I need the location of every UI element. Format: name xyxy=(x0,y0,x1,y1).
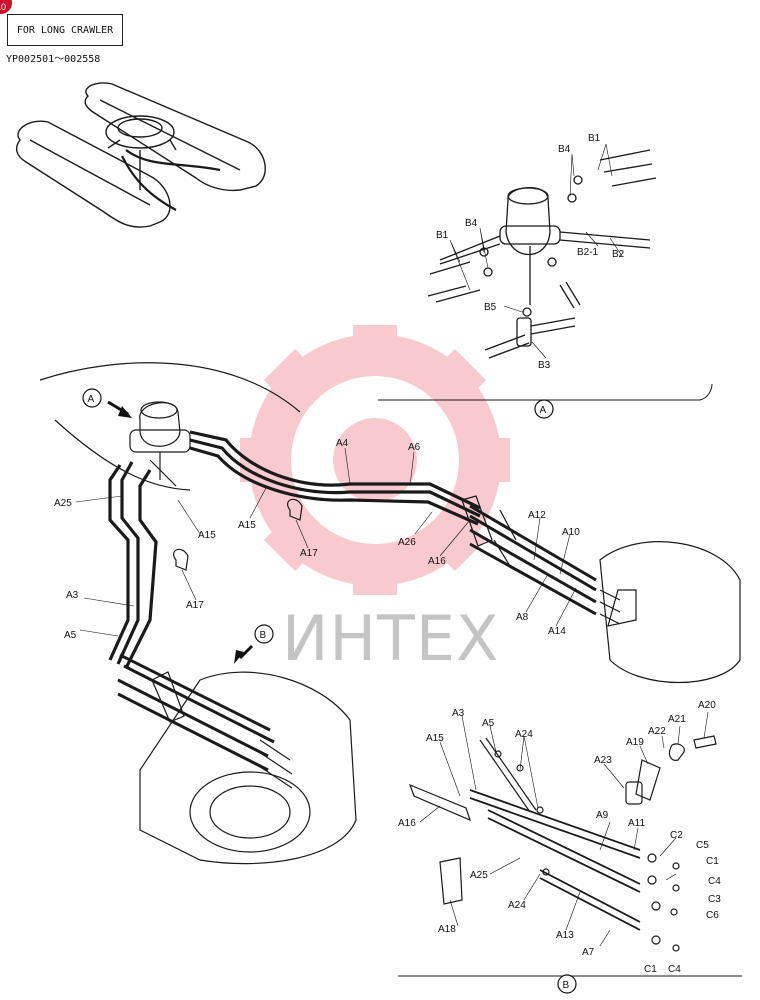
label-a10: A10 xyxy=(562,527,580,538)
view-a-marker: A xyxy=(82,388,132,418)
label-a24-b: A24 xyxy=(515,729,533,740)
label-b1-b: B1 xyxy=(436,230,449,241)
label-c6: C6 xyxy=(706,910,719,921)
crawler-overview xyxy=(15,82,266,228)
label-a26: A26 xyxy=(398,537,416,548)
label-a23: A23 xyxy=(594,755,612,766)
label-a24-c: A24 xyxy=(508,900,526,911)
label-a19: A19 xyxy=(626,737,644,748)
view-b-title-marker: B xyxy=(557,974,577,994)
label-c3: C3 xyxy=(708,894,721,905)
label-a15-main-b: A15 xyxy=(238,520,256,531)
label-a21: A21 xyxy=(668,714,686,725)
label-a3-main: A3 xyxy=(66,590,79,601)
label-a15-main: A15 xyxy=(198,530,216,541)
label-a15-b: A15 xyxy=(426,733,444,744)
label-a18: A18 xyxy=(438,924,456,935)
label-a16-main: A16 xyxy=(428,556,446,567)
part-labels: B1 B4 B4 B1 B2-1 B2 B5 B3 A25 A15 A15 A1… xyxy=(54,133,721,975)
svg-text:B: B xyxy=(260,630,267,641)
label-a4: A4 xyxy=(336,438,349,449)
label-a5-main: A5 xyxy=(64,630,77,641)
label-a16-b: A16 xyxy=(398,818,416,829)
label-b1-a: B1 xyxy=(588,133,601,144)
label-a5-b: A5 xyxy=(482,718,495,729)
label-b5: B5 xyxy=(484,302,497,313)
page-badge: 10 xyxy=(0,0,12,14)
label-c2-b: C2 xyxy=(670,830,683,841)
label-a11: A11 xyxy=(628,818,645,829)
main-assembly xyxy=(39,362,741,865)
label-a13: A13 xyxy=(556,930,574,941)
label-a12: A12 xyxy=(528,510,546,521)
label-a3-b: A3 xyxy=(452,708,465,719)
label-b3: B3 xyxy=(538,360,551,371)
svg-text:A: A xyxy=(540,405,547,416)
label-b4-b: B4 xyxy=(465,218,478,229)
label-c4-b: C4 xyxy=(708,876,721,887)
label-a20: A20 xyxy=(698,700,716,711)
label-b2-1: B2-1 xyxy=(577,247,599,258)
label-a6: A6 xyxy=(408,442,421,453)
watermark-text: ИНТЕХ xyxy=(282,602,500,675)
view-b-marker: B xyxy=(234,624,274,664)
label-c5: C5 xyxy=(696,840,709,851)
label-c1-b: C1 xyxy=(706,856,719,867)
label-c4-c: C4 xyxy=(668,964,681,975)
detail-a xyxy=(378,149,713,401)
label-a25-main: A25 xyxy=(54,498,72,509)
view-a-title-marker: A xyxy=(534,399,554,419)
label-a17-main-b: A17 xyxy=(186,600,204,611)
label-a25-b: A25 xyxy=(470,870,488,881)
header-label-box: FOR LONG CRAWLER xyxy=(7,14,123,46)
label-a17-main: A17 xyxy=(300,548,318,559)
label-b4-a: B4 xyxy=(558,144,571,155)
svg-text:B: B xyxy=(563,980,570,991)
detail-b xyxy=(398,735,742,977)
serial-range: YP002501～002558 xyxy=(6,54,101,65)
label-a14: A14 xyxy=(548,626,566,637)
label-b2: B2 xyxy=(612,249,625,260)
label-a22: A22 xyxy=(648,726,666,737)
leader-lines xyxy=(75,143,709,947)
label-c1-c: C1 xyxy=(644,964,657,975)
svg-text:A: A xyxy=(88,394,95,405)
watermark-gear-icon xyxy=(240,325,510,595)
label-a8: A8 xyxy=(516,612,529,623)
label-a7: A7 xyxy=(582,947,595,958)
label-a9: A9 xyxy=(596,810,609,821)
